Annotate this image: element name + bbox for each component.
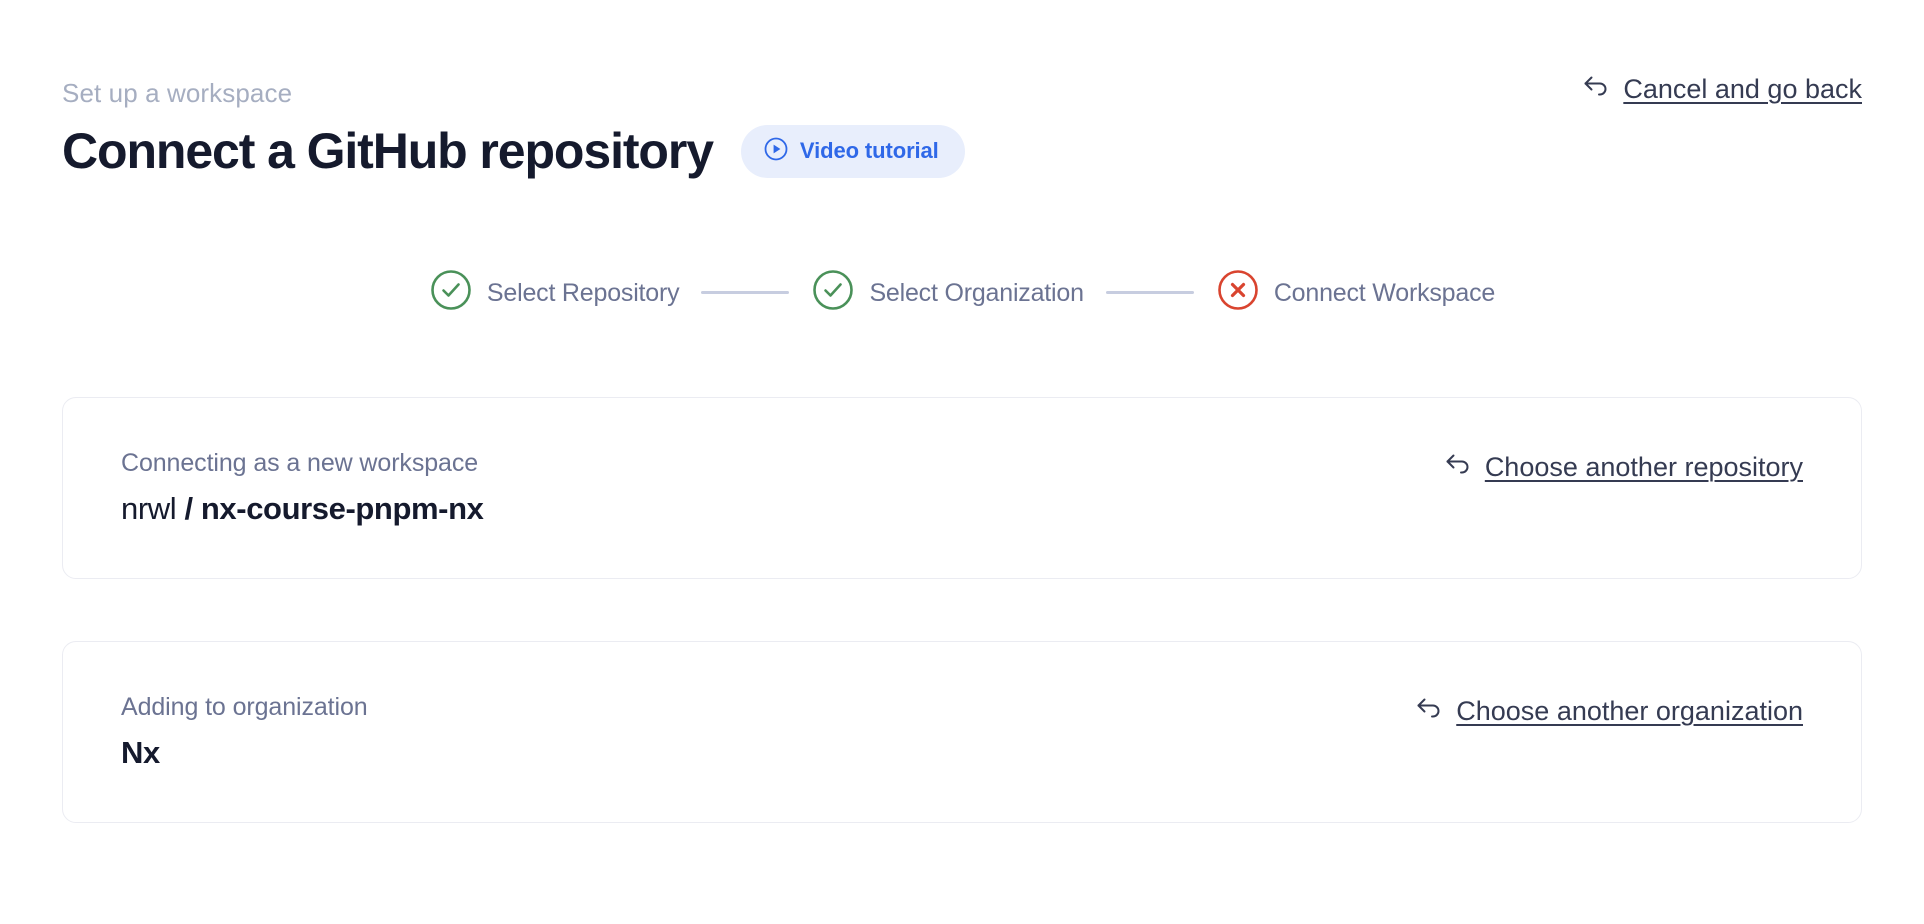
organization-summary-card: Adding to organization Nx Choose another… <box>62 641 1862 823</box>
repository-card-body: Connecting as a new workspace nrwl / nx-… <box>121 448 484 528</box>
step-select-repository[interactable]: Select Repository <box>429 268 680 317</box>
step-label-connect-workspace: Connect Workspace <box>1273 278 1496 307</box>
choose-another-repository-link[interactable]: Choose another repository <box>1443 450 1803 483</box>
video-tutorial-label: Video tutorial <box>799 138 939 163</box>
step-connector-2 <box>1105 291 1194 294</box>
check-circle-icon <box>429 268 473 317</box>
check-circle-icon <box>811 268 855 317</box>
page-header: Set up a workspace Connect a GitHub repo… <box>62 0 1862 180</box>
cancel-and-go-back-link[interactable]: Cancel and go back <box>1581 72 1862 105</box>
organization-name: Nx <box>121 735 160 770</box>
title-row: Connect a GitHub repository Video tutori… <box>62 122 1862 180</box>
repository-name: nx-course-pnpm-nx <box>200 491 484 526</box>
page-title: Connect a GitHub repository <box>62 123 714 179</box>
summary-cards: Connecting as a new workspace nrwl / nx-… <box>62 397 1862 823</box>
cancel-and-go-back-label: Cancel and go back <box>1623 73 1862 104</box>
organization-card-value: Nx <box>121 734 368 772</box>
x-circle-icon <box>1216 268 1260 317</box>
breadcrumb: Set up a workspace <box>62 78 293 108</box>
back-arrow-icon <box>1414 694 1444 727</box>
choose-another-repository-label: Choose another repository <box>1484 451 1803 482</box>
organization-card-caption: Adding to organization <box>121 693 368 721</box>
repository-separator: / <box>176 491 201 526</box>
step-label-select-organization: Select Organization <box>869 278 1084 307</box>
back-arrow-icon <box>1581 72 1611 105</box>
step-select-organization[interactable]: Select Organization <box>811 268 1084 317</box>
step-connector-1 <box>701 291 790 294</box>
repository-card-value: nrwl / nx-course-pnpm-nx <box>121 490 484 528</box>
repository-owner: nrwl <box>121 491 177 526</box>
progress-stepper: Select Repository Select Organization Co… <box>62 268 1862 317</box>
choose-another-organization-label: Choose another organization <box>1456 695 1803 726</box>
play-circle-icon <box>763 136 789 167</box>
step-connect-workspace[interactable]: Connect Workspace <box>1216 268 1495 317</box>
video-tutorial-button[interactable]: Video tutorial <box>740 124 965 178</box>
organization-card-body: Adding to organization Nx <box>121 692 368 772</box>
choose-another-organization-link[interactable]: Choose another organization <box>1414 694 1803 727</box>
repository-card-caption: Connecting as a new workspace <box>121 449 479 477</box>
back-arrow-icon <box>1443 450 1473 483</box>
repository-summary-card: Connecting as a new workspace nrwl / nx-… <box>62 397 1862 579</box>
step-label-select-repository: Select Repository <box>486 278 680 307</box>
